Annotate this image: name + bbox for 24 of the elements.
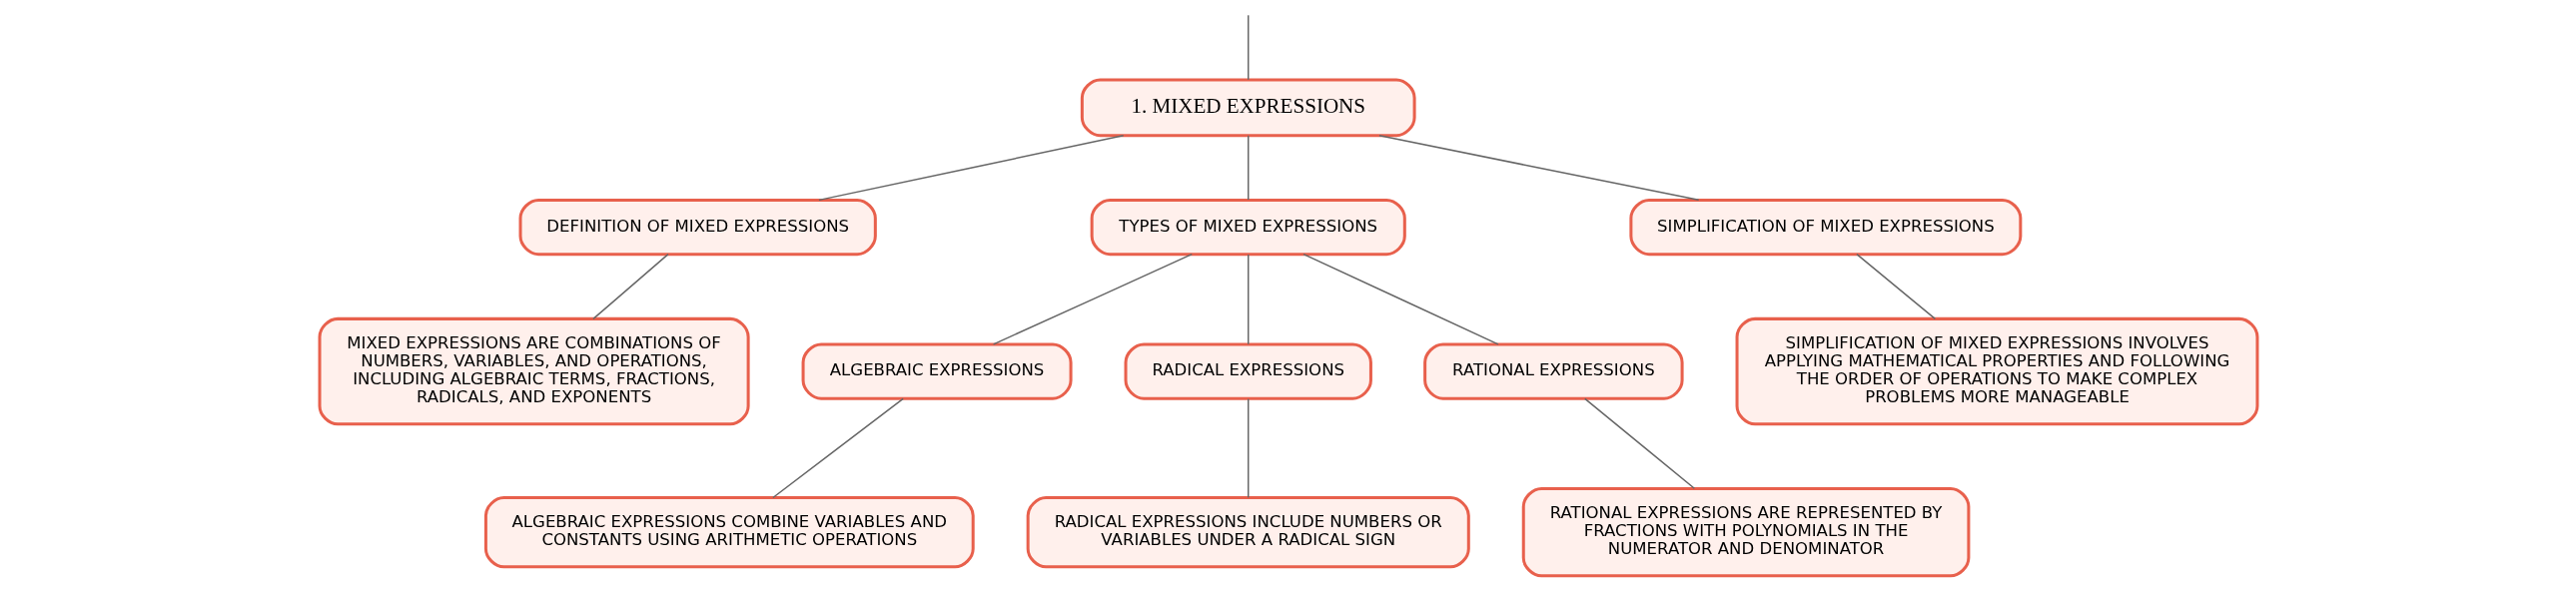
connector <box>817 135 1124 202</box>
node-box: DEFINITION OF MIXED EXPRESSIONS <box>518 198 877 257</box>
node-box: RATIONAL EXPRESSIONS <box>1422 342 1684 400</box>
connector <box>1247 254 1249 345</box>
connector <box>771 397 904 499</box>
node-box: ALGEBRAIC EXPRESSIONS <box>801 342 1073 400</box>
connector <box>1377 135 1699 202</box>
connector <box>1247 397 1249 499</box>
node-box: SIMPLIFICATION OF MIXED EXPRESSIONS INVOLVES APPLYING MATHEMATICAL PROPERTIES AND FOLLOWING THE ORDER OF OPERATIONS TO MAKE COMPLEX PROBLEMS MORE MANAGEABLE <box>1735 316 2258 426</box>
node-box: SIMPLIFICATION OF MIXED EXPRESSIONS <box>1628 198 2022 257</box>
connector <box>591 253 669 320</box>
node-box: ALGEBRAIC EXPRESSIONS COMBINE VARIABLES AND CONSTANTS USING ARITHMETIC OPERATIONS <box>483 496 975 569</box>
connector <box>1301 253 1499 345</box>
node-box: RATIONAL EXPRESSIONS ARE REPRESENTED BY FRACTIONS WITH POLYNOMIALS IN THE NUMERATOR AND DENOMINATOR <box>1521 487 1970 578</box>
connector <box>1247 14 1249 81</box>
node-box: TYPES OF MIXED EXPRESSIONS <box>1090 198 1406 257</box>
connector <box>1855 253 1936 320</box>
connector <box>1247 135 1249 201</box>
node-box: RADICAL EXPRESSIONS <box>1124 342 1372 400</box>
connector <box>992 253 1193 345</box>
node-box: 1. MIXED EXPRESSIONS <box>1080 78 1416 138</box>
node-box: RADICAL EXPRESSIONS INCLUDE NUMBERS OR VARIABLES UNDER A RADICAL SIGN <box>1026 496 1470 569</box>
connector <box>1583 397 1695 489</box>
node-box: MIXED EXPRESSIONS ARE COMBINATIONS OF NUMBERS, VARIABLES, AND OPERATIONS, INCLUDING ALGEBRAIC TERMS, FRACTIONS, RADICALS, AND EXPONENTS <box>318 316 750 426</box>
